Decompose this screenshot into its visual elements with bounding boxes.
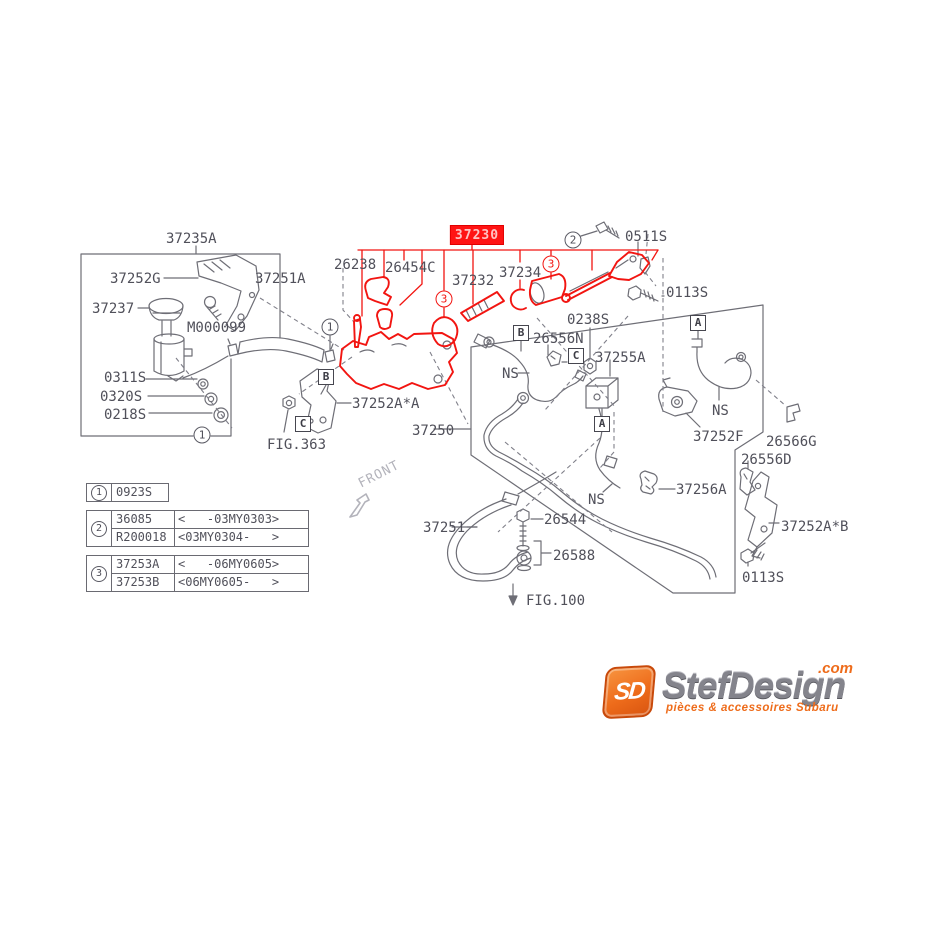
legend-part-number: 0923S (116, 485, 153, 499)
part-label-37252f: 37252F (693, 429, 744, 445)
legend-row: R200018<03MY0304- > (112, 528, 308, 546)
section-marker-a: A (594, 416, 610, 432)
legend-block-1: 1 0923S (86, 483, 169, 502)
part-label-37234: 37234 (499, 265, 542, 281)
section-marker-b: B (318, 369, 334, 385)
legend-model-year-range: <03MY0304- > (178, 530, 280, 544)
legend-model-year-range: < -06MY0605> (178, 557, 280, 571)
part-label-37255a: 37255A (595, 350, 646, 366)
part-label-37251a: 37251A (255, 271, 306, 287)
circle-marker-3: 3 (542, 255, 560, 273)
part-label-26544: 26544 (544, 512, 587, 528)
part-label-0511s: 0511S (625, 229, 668, 245)
part-label-26556n: 26556N (533, 331, 584, 347)
legend-row: 37253B<06MY0605- > (112, 573, 308, 591)
legend-row: 0923S (112, 484, 168, 501)
circle-marker-2: 2 (91, 520, 107, 537)
part-label-0218s: 0218S (104, 407, 147, 423)
part-label-37235a: 37235A (166, 231, 217, 247)
part-label-37252g: 37252G (110, 271, 161, 287)
part-label-37252a*a: 37252A*A (352, 396, 420, 412)
part-label-37250: 37250 (412, 423, 455, 439)
part-label-ns: NS (502, 366, 519, 382)
legend-part-number: R200018 (112, 529, 175, 546)
part-label-37252a*b: 37252A*B (781, 519, 849, 535)
part-label-37232: 37232 (452, 273, 495, 289)
part-label-37237: 37237 (92, 301, 135, 317)
section-marker-c: C (568, 348, 584, 364)
legend-part-number: 37253A (112, 556, 175, 573)
part-label-37251: 37251 (423, 520, 466, 536)
part-label-0113s: 0113S (742, 570, 785, 586)
circle-marker-1: 1 (193, 426, 211, 444)
circle-marker-1: 1 (321, 318, 339, 336)
part-label-0320s: 0320S (100, 389, 143, 405)
part-label-m000099: M000099 (187, 320, 247, 336)
part-label-26588: 26588 (553, 548, 596, 564)
highlighted-part-label: 37230 (449, 225, 505, 245)
part-label-ns: NS (588, 492, 605, 508)
circle-marker-2: 2 (564, 231, 582, 249)
legend-model-year-range: <06MY0605- > (178, 575, 280, 589)
part-label-0113s: 0113S (666, 285, 709, 301)
stefdesign-logo: SD StefDesign .com pièces & accessoires … (600, 660, 880, 730)
part-label-26566g: 26566G (766, 434, 817, 450)
legend-model-year-range: < -03MY0303> (178, 512, 280, 526)
section-marker-b: B (513, 325, 529, 341)
logo-monogram-tile: SD (601, 664, 657, 720)
circle-marker-1: 1 (91, 484, 107, 501)
section-marker-c: C (295, 416, 311, 432)
legend-symbol: 3 (87, 556, 112, 591)
part-label-fig.100: FIG.100 (526, 593, 586, 609)
logo-wordmark: StefDesign (662, 665, 846, 706)
part-label-26556d: 26556D (741, 452, 792, 468)
logo-tld: .com (818, 660, 854, 677)
part-label-26454c: 26454C (385, 260, 436, 276)
part-label-ns: NS (712, 403, 729, 419)
logo-tagline: pièces & accessoires Subaru (666, 702, 839, 714)
section-marker-a: A (690, 315, 706, 331)
part-label-26238: 26238 (334, 257, 377, 273)
part-label-0311s: 0311S (104, 370, 147, 386)
legend-row: 37253A< -06MY0605> (112, 556, 308, 573)
legend-part-number: 36085 (112, 511, 175, 528)
circle-marker-3: 3 (435, 290, 453, 308)
part-label-37256a: 37256A (676, 482, 727, 498)
circle-marker-3: 3 (91, 565, 107, 582)
legend-symbol: 2 (87, 511, 112, 546)
part-label-fig.363: FIG.363 (267, 437, 327, 453)
legend-part-number: 37253B (112, 574, 175, 591)
legend-row: 36085< -03MY0303> (112, 511, 308, 528)
part-label-0238s: 0238S (567, 312, 610, 328)
legend-symbol: 1 (87, 484, 112, 501)
